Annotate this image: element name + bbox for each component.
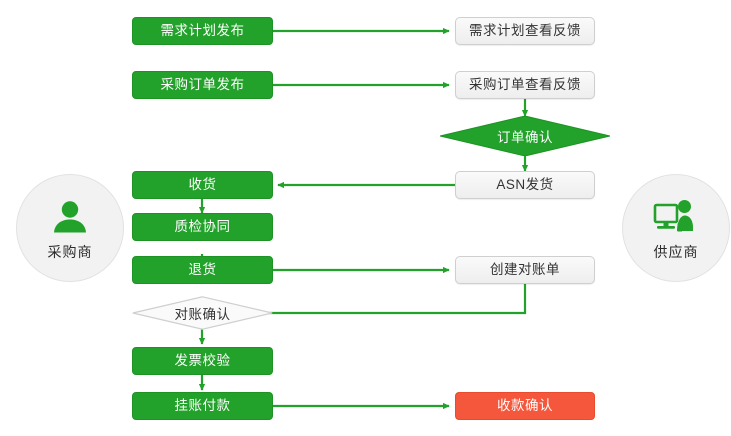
node-receive-goods[interactable]: 收货: [132, 171, 273, 199]
node-quality-collab[interactable]: 质检协同: [132, 213, 273, 241]
node-demand-plan-feedback[interactable]: 需求计划查看反馈: [455, 17, 595, 45]
node-order-confirm[interactable]: 订单确认: [440, 116, 610, 156]
node-label: 质检协同: [174, 219, 231, 235]
node-label: 挂账付款: [174, 398, 231, 414]
person-at-computer-icon: [653, 198, 699, 243]
node-asn-ship[interactable]: ASN发货: [455, 171, 595, 199]
node-return-goods[interactable]: 退货: [132, 256, 273, 284]
node-label: 采购订单发布: [160, 77, 245, 93]
node-create-statement[interactable]: 创建对账单: [455, 256, 595, 284]
actor-buyer: 采购商: [16, 174, 124, 282]
node-label: 需求计划发布: [160, 23, 245, 39]
node-po-feedback[interactable]: 采购订单查看反馈: [455, 71, 595, 99]
node-label: 退货: [188, 262, 217, 278]
diamond-shape-green: [440, 116, 610, 156]
node-label: 对账确认: [174, 307, 231, 322]
actor-supplier: 供应商: [622, 174, 730, 282]
node-label: 收货: [188, 177, 217, 193]
node-label: 发票校验: [174, 353, 231, 369]
node-post-payment[interactable]: 挂账付款: [132, 392, 273, 420]
person-icon: [50, 198, 90, 243]
node-invoice-check[interactable]: 发票校验: [132, 347, 273, 375]
node-label: 采购订单查看反馈: [469, 77, 581, 93]
node-receipt-confirm[interactable]: 收款确认: [455, 392, 595, 420]
node-po-publish[interactable]: 采购订单发布: [132, 71, 273, 99]
node-label: 收款确认: [497, 398, 553, 414]
node-label: 创建对账单: [490, 262, 560, 278]
node-label: 订单确认: [497, 130, 553, 145]
node-label: 需求计划查看反馈: [469, 23, 581, 39]
actor-buyer-label: 采购商: [47, 243, 93, 260]
node-label: ASN发货: [496, 177, 554, 193]
node-demand-plan-publish[interactable]: 需求计划发布: [132, 17, 273, 45]
node-statement-confirm[interactable]: 对账确认: [132, 296, 273, 330]
actor-supplier-label: 供应商: [653, 243, 699, 260]
